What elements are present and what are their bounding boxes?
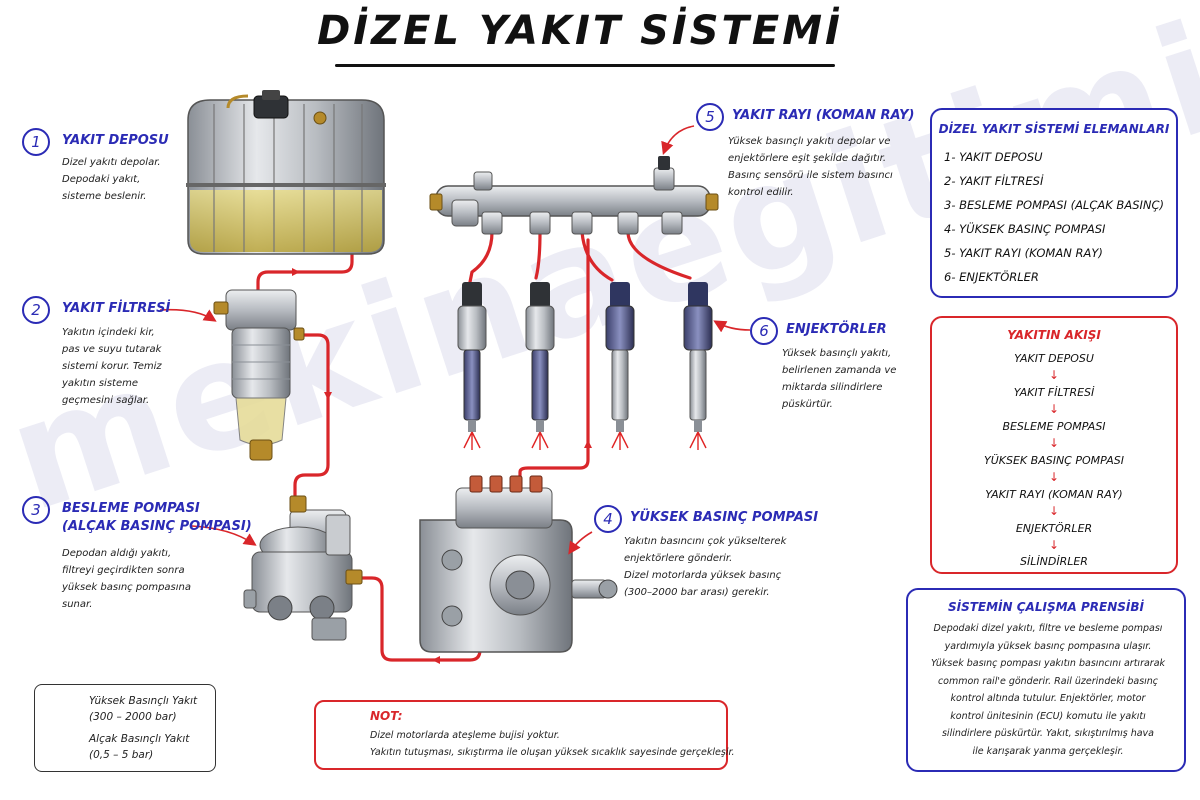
flow-panel: YAKITIN AKIŞI YAKIT DEPOSU ↓ YAKIT FİLTR…	[930, 316, 1178, 574]
flow-step-5: YAKIT RAYI (KOMAN RAY)	[985, 488, 1123, 501]
flow-step-7: SİLİNDİRLER	[1020, 555, 1088, 568]
high-pressure-pump	[419, 475, 618, 653]
flow-step-2: YAKIT FİLTRESİ	[1013, 386, 1095, 399]
feed-pump	[243, 495, 363, 641]
elements-item-4: 4- YÜKSEK BASINÇ POMPASI	[944, 222, 1106, 236]
flow-arrow-down-icon: ↓	[1048, 402, 1060, 416]
component-desc-injectors: Yüksek basınçlı yakıtı,belirlenen zamand…	[782, 348, 897, 410]
elements-item-1: 1- YAKIT DEPOSU	[944, 150, 1043, 164]
component-title-tank: YAKIT DEPOSU	[62, 133, 169, 148]
component-title-hp-pump: YÜKSEK BASINÇ POMPASI	[630, 510, 819, 525]
component-title-injectors: ENJEKTÖRLER	[786, 322, 887, 337]
flow-arrow-down-icon: ↓	[1048, 436, 1060, 450]
elements-panel: DİZEL YAKIT SİSTEMİ ELEMANLARI 1- YAKIT …	[930, 108, 1178, 298]
flow-step-1: YAKIT DEPOSU	[1014, 352, 1094, 365]
component-subtitle-feed-pump: (ALÇAK BASINÇ POMPASI)	[62, 519, 252, 534]
principle-panel: SİSTEMİN ÇALIŞMA PRENSİBİ Depodaki dizel…	[906, 588, 1186, 772]
note-title: NOT:	[370, 709, 403, 723]
fuel-filter	[213, 289, 305, 461]
principle-text: Depodaki dizel yakıtı, filtre ve besleme…	[930, 623, 1166, 757]
elements-panel-title: DİZEL YAKIT SİSTEMİ ELEMANLARI	[938, 122, 1170, 136]
flow-step-4: YÜKSEK BASINÇ POMPASI	[984, 454, 1124, 467]
flow-arrow-down-icon: ↓	[1048, 368, 1060, 382]
page-title: DİZEL YAKIT SİSTEMİ	[317, 8, 843, 54]
flow-panel-title: YAKITIN AKIŞI	[1007, 328, 1101, 342]
elements-item-2: 2- YAKIT FİLTRESİ	[944, 174, 1044, 188]
component-title-filter: YAKIT FİLTRESİ	[62, 301, 171, 316]
callout-arrows	[159, 125, 751, 555]
component-number-3: 3	[22, 496, 50, 524]
component-title-feed-pump: BESLEME POMPASI	[62, 501, 200, 516]
legend-high-label: Yüksek Basınçlı Yakıt(300 – 2000 bar)	[89, 695, 198, 723]
elements-item-3: 3- BESLEME POMPASI (ALÇAK BASINÇ)	[944, 198, 1164, 212]
fuel-tank	[186, 90, 386, 255]
elements-item-6: 6- ENJEKTÖRLER	[944, 270, 1039, 284]
note-line-2: Yakıtın tutuşması, sıkıştırma ile oluşan…	[370, 747, 735, 758]
flow-arrow-down-icon: ↓	[1048, 504, 1060, 518]
title-underline	[335, 64, 835, 67]
principle-panel-title: SİSTEMİN ÇALIŞMA PRENSİBİ	[947, 600, 1144, 614]
elements-item-5: 5- YAKIT RAYI (KOMAN RAY)	[944, 246, 1103, 260]
component-number-1: 1	[22, 128, 50, 156]
fuel-rail	[429, 156, 719, 235]
component-number-6: 6	[750, 317, 778, 345]
fuel-pipes	[256, 213, 692, 662]
component-number-2: 2	[22, 296, 50, 324]
legend-low-label: Alçak Basınçlı Yakıt(0,5 – 5 bar)	[89, 733, 190, 761]
injectors	[457, 282, 713, 450]
component-desc-feed-pump: Depodan aldığı yakıtı,filtreyi geçirdikt…	[62, 548, 191, 610]
component-desc-tank: Dizel yakıtı depolar.Depodaki yakıt,sist…	[62, 157, 161, 202]
flow-step-6: ENJEKTÖRLER	[1015, 522, 1093, 535]
note-line-1: Dizel motorlarda ateşleme bujisi yoktur.	[370, 730, 560, 741]
component-title-rail: YAKIT RAYI (KOMAN RAY)	[732, 108, 915, 123]
flow-arrow-down-icon: ↓	[1048, 538, 1060, 552]
component-number-4: 4	[594, 505, 622, 533]
component-desc-filter: Yakıtın içindeki kir,pas ve suyu tutarak…	[62, 327, 162, 406]
flow-step-3: BESLEME POMPASI	[1002, 420, 1106, 433]
flow-arrow-down-icon: ↓	[1048, 470, 1060, 484]
legend: Yüksek Basınçlı Yakıt(300 – 2000 bar) Al…	[34, 684, 216, 772]
component-number-5: 5	[696, 103, 724, 131]
note-box: NOT: Dizel motorlarda ateşleme bujisi yo…	[314, 700, 735, 770]
